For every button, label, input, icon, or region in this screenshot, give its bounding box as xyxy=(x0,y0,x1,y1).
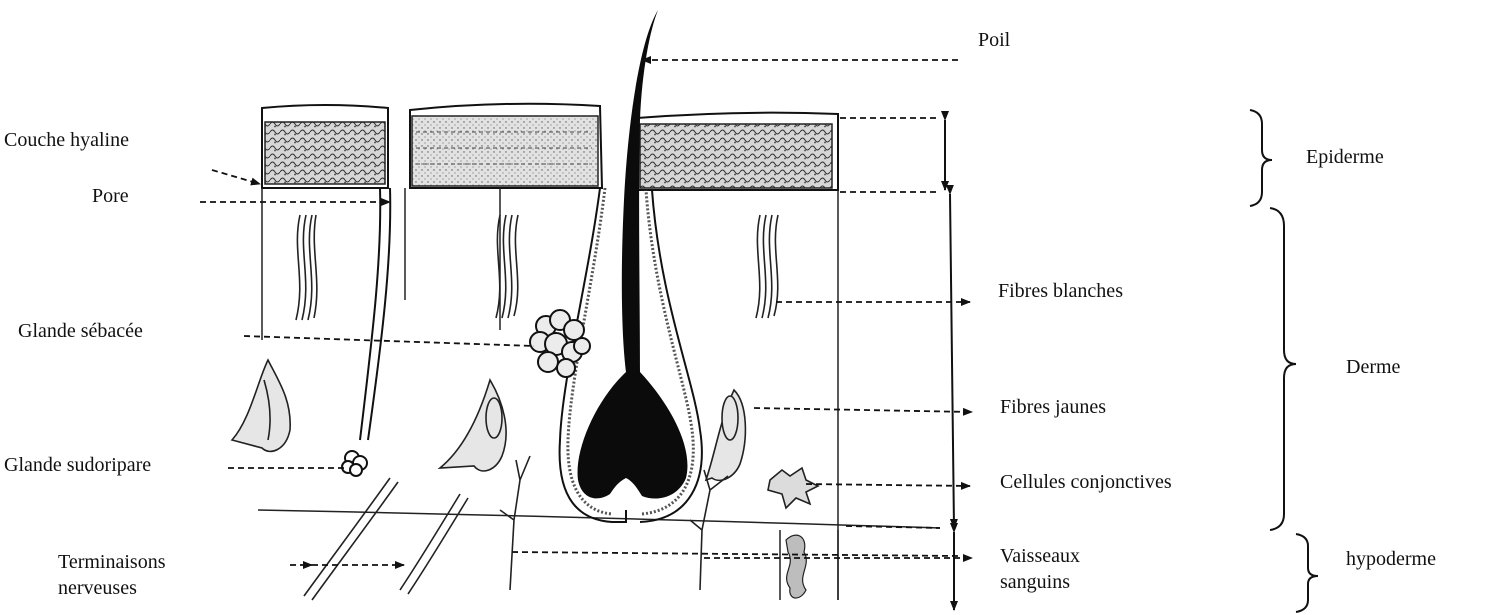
label-fibres-blanches: Fibres blanches xyxy=(998,279,1123,303)
label-vaisseaux-line2: sanguins xyxy=(1000,569,1080,595)
label-pore: Pore xyxy=(92,184,129,208)
label-cellules-conjonctives: Cellules conjonctives xyxy=(1000,470,1172,494)
layer-measure-arrows xyxy=(945,120,954,610)
sebaceous-gland xyxy=(530,310,590,377)
label-terminaisons-line1: Terminaisons xyxy=(58,549,165,575)
layer-label-derme: Derme xyxy=(1346,355,1400,379)
label-terminaisons: Terminaisons nerveuses xyxy=(58,549,165,601)
hair-follicle xyxy=(560,10,702,522)
label-vaisseaux: Vaisseaux sanguins xyxy=(1000,543,1080,595)
label-couche-hyaline: Couche hyaline xyxy=(4,128,129,152)
label-terminaisons-line2: nerveuses xyxy=(58,575,165,601)
blood-vessels xyxy=(786,535,806,598)
sweat-gland xyxy=(342,188,390,476)
label-poil: Poil xyxy=(978,28,1010,52)
connective-cell xyxy=(768,468,818,508)
layer-label-hypoderme: hypoderme xyxy=(1346,547,1436,571)
label-vaisseaux-line1: Vaisseaux xyxy=(1000,543,1080,569)
layer-braces xyxy=(1250,110,1318,612)
white-fibres xyxy=(296,215,778,320)
layer-label-epiderme: Epiderme xyxy=(1306,145,1384,169)
label-glande-sudoripare: Glande sudoripare xyxy=(4,453,151,477)
epidermis-blocks xyxy=(262,104,838,190)
dermis-outlines xyxy=(258,188,940,600)
label-glande-sebacee: Glande sébacée xyxy=(18,319,143,343)
label-fibres-jaunes: Fibres jaunes xyxy=(1000,395,1106,419)
